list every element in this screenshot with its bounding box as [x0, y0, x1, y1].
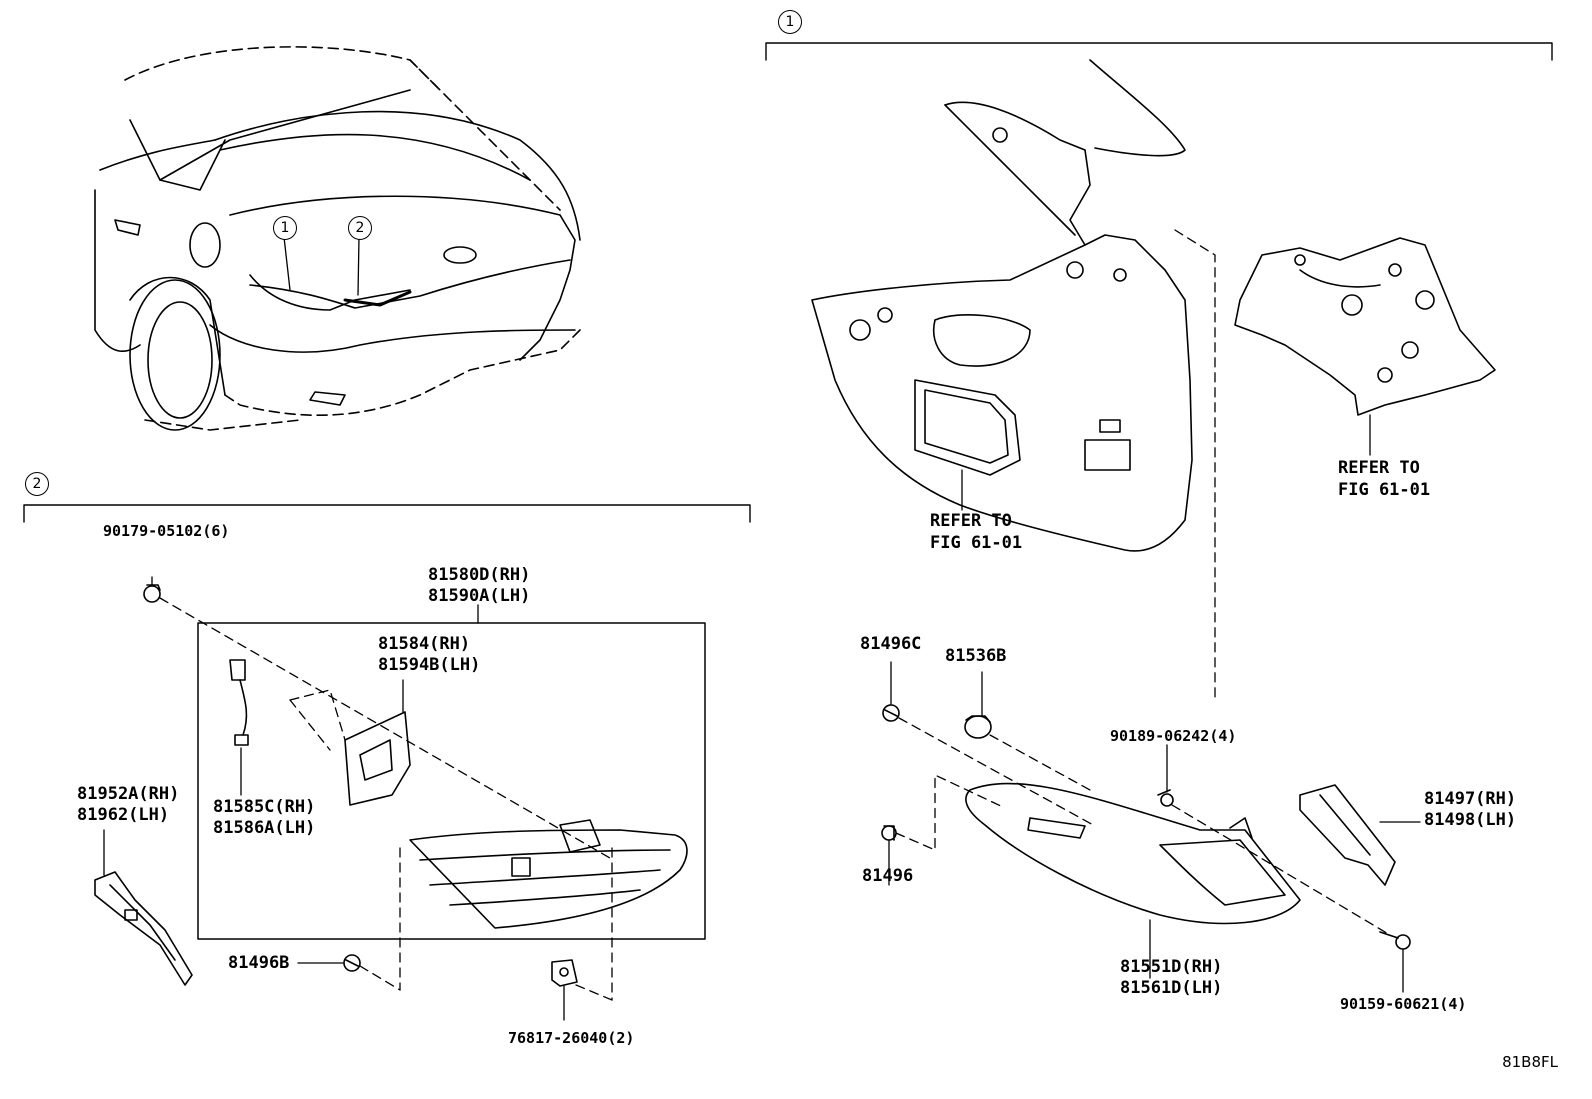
part-label-81590a: 81590A(LH): [428, 586, 531, 606]
callout-2-section: 2: [25, 472, 49, 496]
garnish-81497-icon: [1299, 784, 1396, 886]
part-label-81585c: 81585C(RH): [213, 797, 316, 817]
part-label-81496b: 81496B: [228, 953, 290, 973]
part-label-76817: 76817-26040(2): [508, 1029, 635, 1047]
vehicle-rear-illustration: [94, 46, 581, 431]
gasket-icon: [344, 711, 411, 806]
part-label-81497: 81497(RH): [1424, 789, 1517, 809]
part-label-81952a: 81952A(RH): [77, 784, 180, 804]
part-label-81594b: 81594B(LH): [378, 655, 481, 675]
part-label-81561d: 81561D(LH): [1120, 978, 1223, 998]
drawing-code: 81B8FL: [1502, 1053, 1558, 1071]
part-label-81962: 81962(LH): [77, 805, 170, 825]
callout-1-section: 1: [778, 10, 802, 34]
callout-1-vehicle: 1: [273, 216, 297, 240]
part-label-81586a: 81586A(LH): [213, 818, 316, 838]
part-label-81498: 81498(LH): [1424, 810, 1517, 830]
refer-label-right-2: FIG 61-01: [1338, 480, 1431, 500]
part-label-90159: 90159-60621(4): [1340, 995, 1467, 1013]
part-label-81496c: 81496C: [860, 634, 922, 654]
wire-harness-icon: [229, 659, 249, 746]
bolt-90159-icon: [1379, 931, 1411, 950]
inner-trunk-panel-icon: [811, 59, 1193, 552]
refer-label-left-1: REFER TO: [930, 511, 1012, 531]
part-label-81580d: 81580D(RH): [428, 565, 531, 585]
nut-81496c-icon: [882, 704, 900, 722]
garnish-81952a-icon: [94, 871, 193, 986]
bolt-90179-icon: [143, 584, 161, 603]
bolt-90189-icon: [1157, 789, 1174, 807]
part-label-81551d: 81551D(RH): [1120, 957, 1223, 977]
part-label-90189: 90189-06242(4): [1110, 727, 1237, 745]
grommet-81536b-icon: [964, 715, 992, 739]
rear-bracket-panel-icon: [1234, 237, 1496, 416]
nut-81496-icon: [881, 825, 897, 841]
part-label-81496: 81496: [862, 866, 914, 886]
part-label-81584: 81584(RH): [378, 634, 471, 654]
refer-label-left-2: FIG 61-01: [930, 533, 1023, 553]
part-label-81536b: 81536B: [945, 646, 1007, 666]
part-label-90179: 90179-05102(6): [103, 522, 230, 540]
callout-2-vehicle: 2: [348, 216, 372, 240]
inner-tail-lamp-icon: [409, 819, 688, 929]
clip-76817-icon: [551, 959, 578, 987]
refer-label-right-1: REFER TO: [1338, 458, 1420, 478]
outer-tail-lamp-icon: [965, 782, 1301, 925]
nut-81496b-icon: [343, 954, 361, 972]
